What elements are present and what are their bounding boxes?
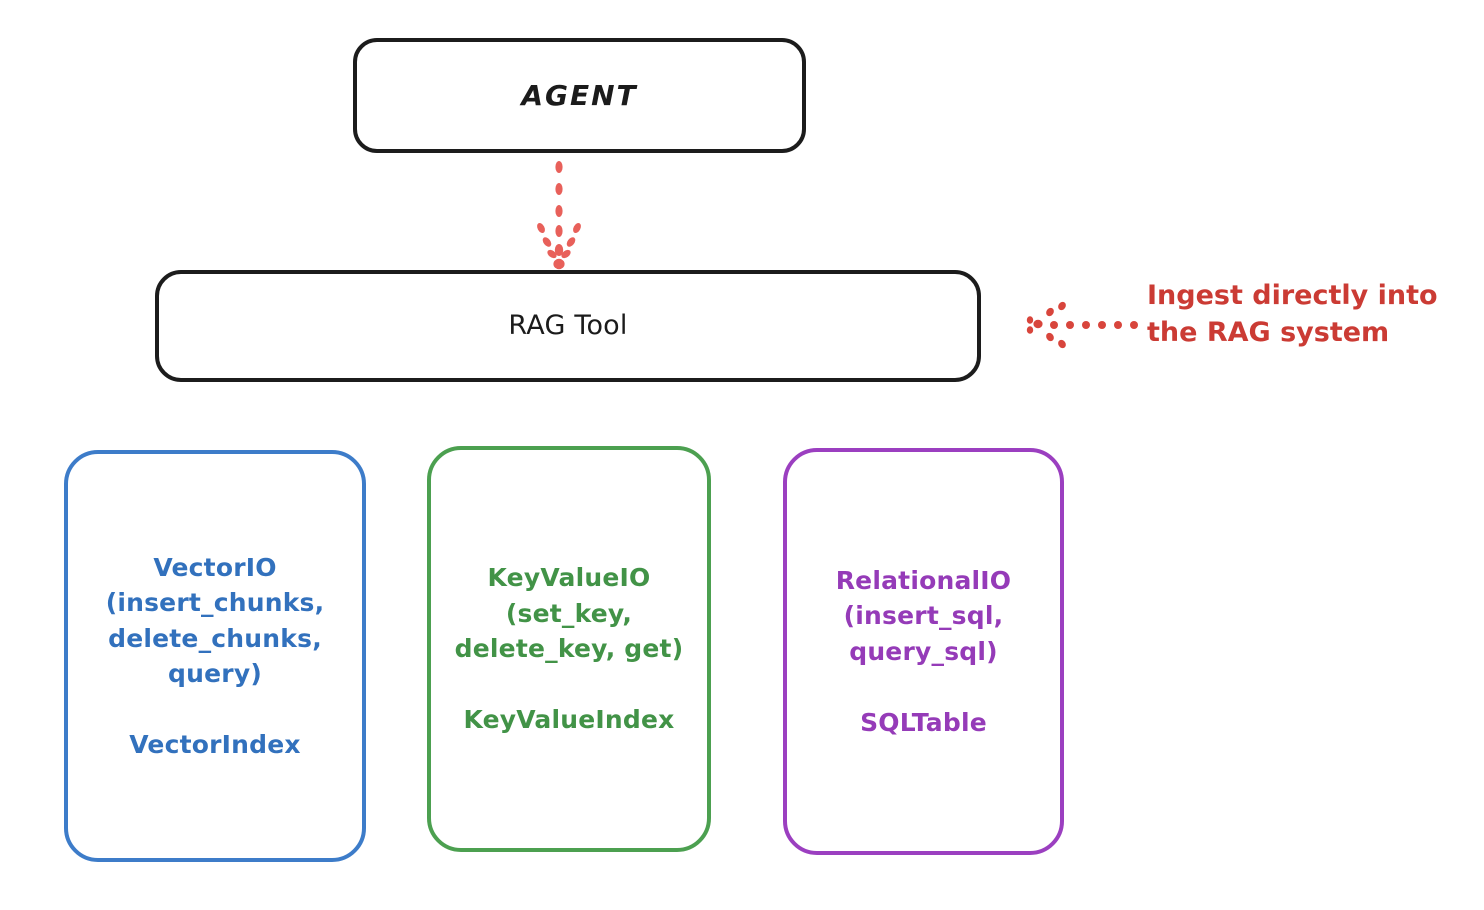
node-agent-label: AGENT — [521, 78, 638, 112]
node-key-value-io-label: KeyValueIO (set_key, delete_key, get) Ke… — [454, 563, 684, 735]
node-key-value-io[interactable]: KeyValueIO (set_key, delete_key, get) Ke… — [427, 446, 711, 852]
annotation-ingest-text: Ingest directly into the RAG system — [1147, 280, 1438, 348]
node-rag-tool-label: RAG Tool — [508, 309, 628, 341]
node-relational-io-label: RelationalIO (insert_sql, query_sql) SQL… — [835, 565, 1012, 737]
node-relational-io[interactable]: RelationalIO (insert_sql, query_sql) SQL… — [783, 448, 1064, 855]
node-vector-io[interactable]: VectorIO (insert_chunks, delete_chunks, … — [64, 450, 366, 862]
node-agent[interactable]: AGENT — [353, 38, 806, 153]
connector-agent-to-rag-tool-arrow-icon — [537, 161, 581, 270]
connector-ingest-arrow-icon — [1026, 301, 1138, 349]
node-rag-tool[interactable]: RAG Tool — [155, 270, 981, 382]
node-vector-io-label: VectorIO (insert_chunks, delete_chunks, … — [105, 552, 325, 760]
